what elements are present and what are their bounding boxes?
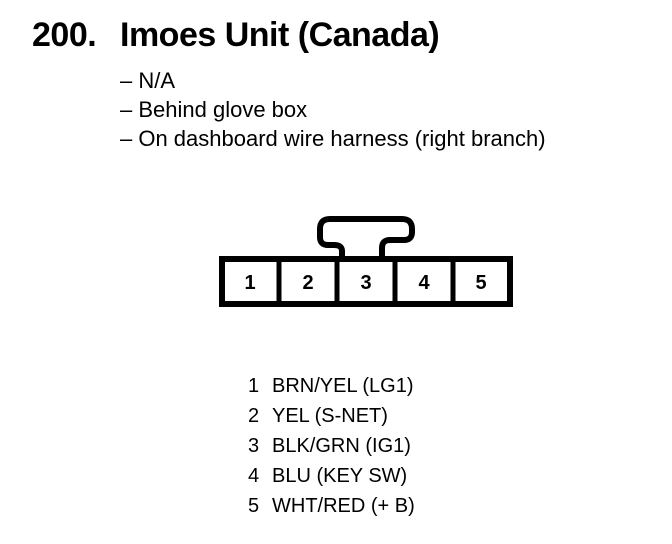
section-number: 200. bbox=[32, 16, 97, 54]
wire-pin-number: 3 bbox=[248, 435, 260, 457]
wire-pin-number: 1 bbox=[248, 375, 260, 397]
wire-description: BLU (KEY SW) bbox=[272, 465, 408, 487]
pin-label-4: 4 bbox=[418, 272, 430, 294]
wire-legend: 1 BRN/YEL (LG1) 2 YEL (S-NET) 3 BLK/GRN (IG… bbox=[248, 371, 415, 521]
pin-label-1: 1 bbox=[244, 272, 255, 294]
page-title: 200. Imoes Unit (Canada) bbox=[32, 16, 440, 55]
detail-line: – Behind glove box bbox=[120, 97, 308, 122]
wire-description: WHT/RED (+ B) bbox=[272, 495, 415, 517]
pin-label-5: 5 bbox=[475, 272, 486, 294]
wire-pin-number: 5 bbox=[248, 495, 260, 517]
wire-description: YEL (S-NET) bbox=[272, 405, 388, 427]
wire-item: 3 BLK/GRN (IG1) bbox=[248, 431, 415, 461]
wire-pin-number: 2 bbox=[248, 405, 260, 427]
connector-body bbox=[219, 256, 513, 307]
component-name: Imoes Unit (Canada) bbox=[120, 16, 440, 54]
component-details: – N/A – Behind glove box – On dashboard … bbox=[120, 66, 546, 153]
wire-description: BLK/GRN (IG1) bbox=[272, 435, 411, 457]
connector-lock-tab bbox=[317, 216, 415, 259]
wire-item: 2 YEL (S-NET) bbox=[248, 401, 415, 431]
wire-description: BRN/YEL (LG1) bbox=[272, 375, 414, 397]
wire-item: 4 BLU (KEY SW) bbox=[248, 461, 415, 491]
detail-line: – On dashboard wire harness (right branc… bbox=[120, 126, 546, 151]
wire-pin-number: 4 bbox=[248, 465, 260, 487]
wire-item: 1 BRN/YEL (LG1) bbox=[248, 371, 415, 401]
wire-item: 5 WHT/RED (+ B) bbox=[248, 491, 415, 521]
pin-label-2: 2 bbox=[302, 272, 313, 294]
detail-line: – N/A bbox=[120, 68, 176, 93]
pin-label-3: 3 bbox=[360, 272, 371, 294]
connector-diagram: 1 2 3 4 5 bbox=[219, 216, 513, 307]
